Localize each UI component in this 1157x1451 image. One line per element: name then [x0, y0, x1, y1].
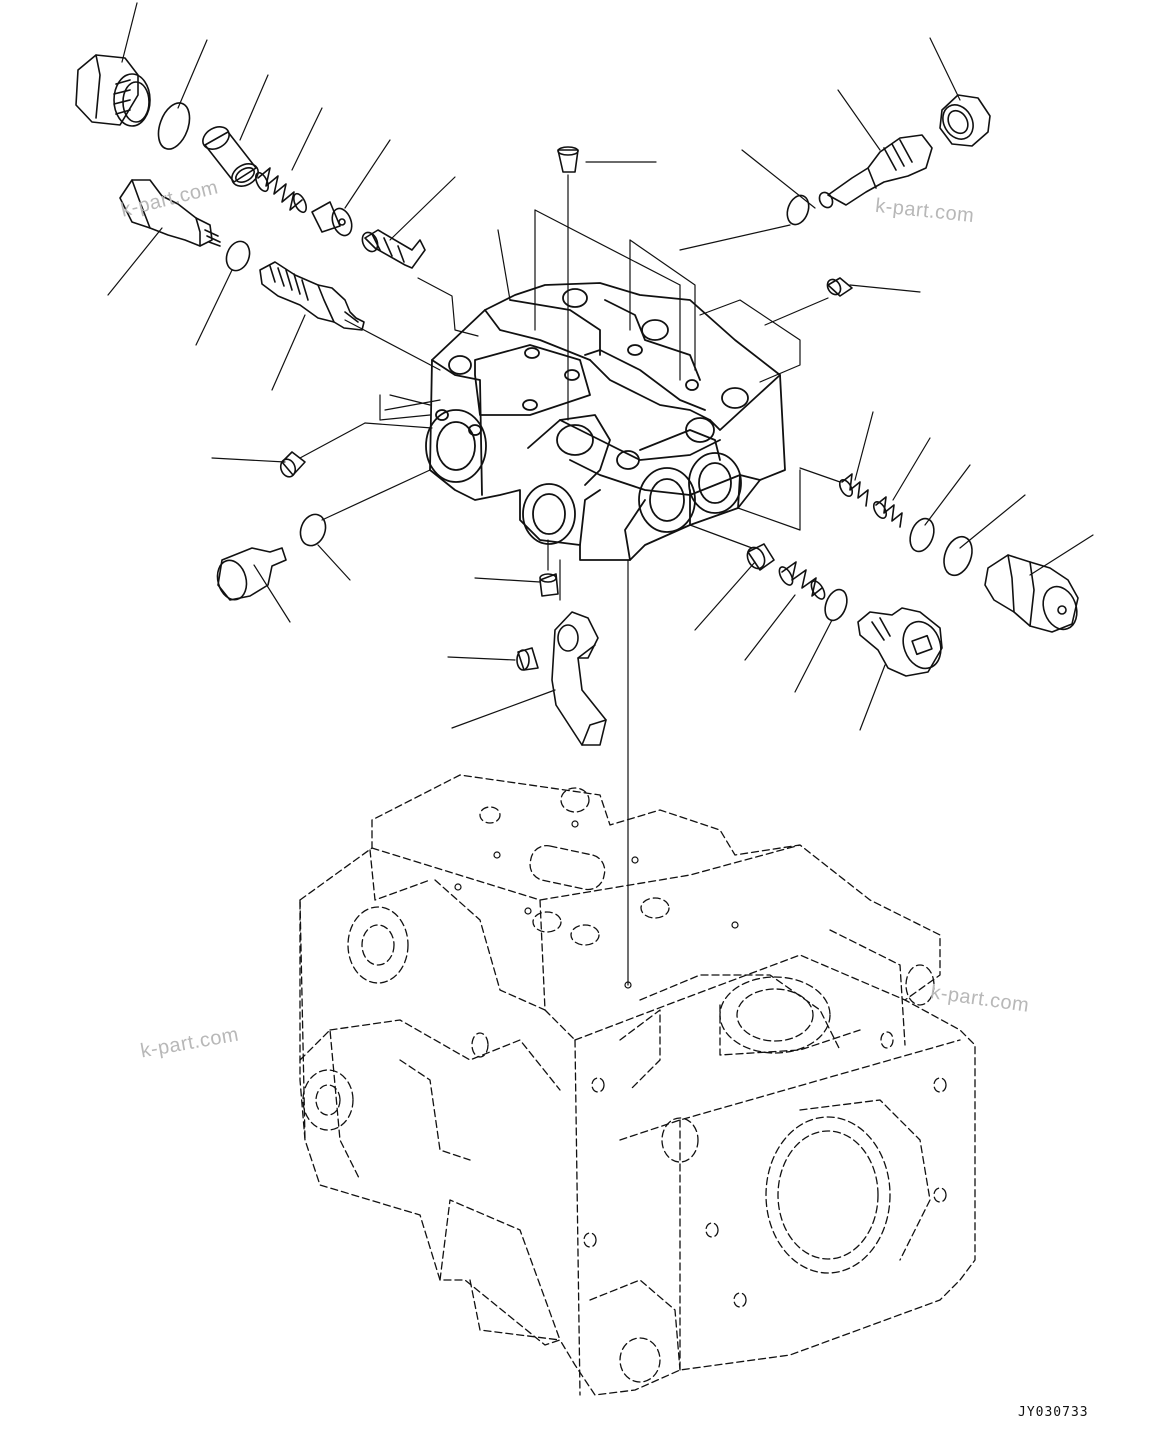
lever — [552, 612, 606, 745]
relief-valve-left — [120, 180, 220, 246]
cap-plug-left — [213, 548, 286, 603]
spring-seat — [312, 202, 355, 238]
small-plug-center — [540, 574, 558, 596]
valve-body — [426, 283, 785, 560]
o-ring-5 — [821, 587, 851, 624]
o-ring-3 — [783, 192, 812, 227]
o-ring-1 — [153, 99, 196, 154]
sleeve — [199, 122, 262, 190]
spring-1 — [253, 168, 309, 214]
small-plug-right — [825, 277, 852, 297]
plug-right — [985, 555, 1083, 634]
cap-plug-lower-right — [858, 608, 947, 676]
o-ring-2 — [223, 238, 254, 274]
spring-3 — [837, 474, 868, 506]
spool-valve-left — [260, 262, 364, 330]
relief-valve-right — [817, 135, 932, 210]
small-plug-top — [558, 147, 578, 172]
hex-nut-top-right — [937, 95, 990, 146]
hex-plug-top-left — [76, 55, 150, 126]
housing-dowel-holes — [455, 821, 738, 988]
spring-2 — [777, 562, 828, 601]
small-plug-left — [278, 452, 305, 479]
plug-lower-right-1 — [744, 544, 774, 571]
o-ring-6 — [906, 515, 938, 554]
leader-lines — [108, 3, 1093, 985]
o-ring-4 — [296, 511, 329, 549]
figure-code: JY030733 — [1018, 1405, 1089, 1420]
spool — [359, 230, 425, 268]
o-ring-7 — [939, 533, 977, 579]
bushing — [517, 648, 538, 670]
pump-housing — [300, 775, 975, 1395]
spring-4 — [871, 497, 902, 527]
